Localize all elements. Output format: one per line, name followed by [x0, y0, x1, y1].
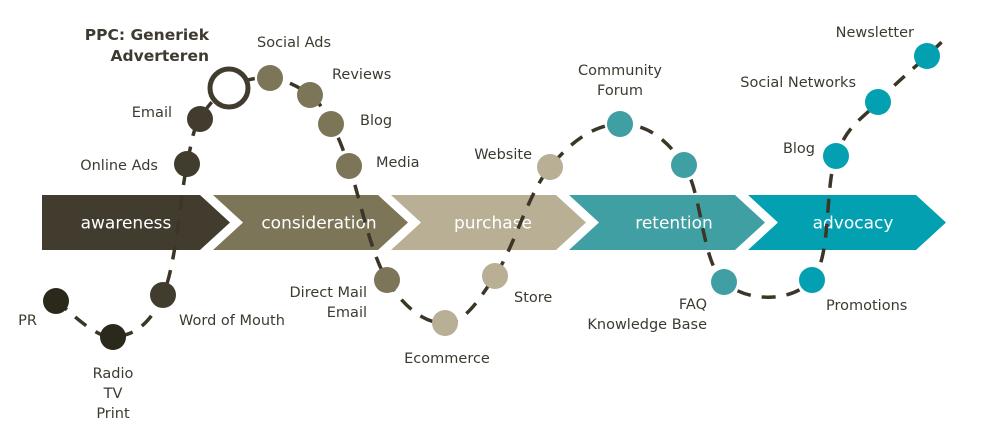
label-line: Email — [327, 305, 367, 321]
label-line: Reviews — [332, 67, 391, 83]
stage-consideration: consideration — [213, 195, 408, 250]
label-line: Ecommerce — [404, 351, 490, 367]
label-line: PPC: Generiek — [85, 26, 210, 44]
label-line: Blog — [783, 141, 815, 157]
stage-arrow-purchase — [391, 195, 586, 250]
touchpoint-dot-community-forum — [607, 111, 633, 137]
touchpoint-dot-blog-consideration — [318, 111, 344, 137]
label-line: Adverteren — [111, 47, 209, 65]
touchpoint-dot-pr — [43, 288, 69, 314]
stage-arrow-awareness — [42, 195, 230, 250]
touchpoint-dot-online-ads — [174, 151, 200, 177]
touchpoint-label-social-networks: Social Networks — [740, 75, 856, 91]
touchpoint-label-website: Website — [474, 147, 532, 163]
stage-purchase: purchase — [391, 195, 586, 250]
touchpoint-dot-retention-point — [671, 152, 697, 178]
label-line: FAQ — [679, 297, 707, 313]
label-line: Website — [474, 147, 532, 163]
touchpoint-label-media: Media — [376, 155, 420, 171]
stage-label-advocacy: advocacy — [813, 214, 894, 234]
stage-label-retention: retention — [635, 214, 713, 234]
label-line: Print — [96, 406, 130, 422]
label-line: Online Ads — [80, 158, 158, 174]
label-line: Store — [514, 290, 552, 306]
label-line: Knowledge Base — [587, 317, 707, 333]
touchpoint-dot-media — [336, 153, 362, 179]
touchpoint-dot-direct-mail-email — [374, 267, 400, 293]
touchpoint-label-reviews: Reviews — [332, 67, 391, 83]
label-line: Forum — [597, 83, 643, 99]
touchpoint-dot-social-ads — [257, 65, 283, 91]
touchpoint-dot-faq-knowledge-base — [711, 269, 737, 295]
stage-awareness: awareness — [42, 195, 230, 250]
touchpoint-dot-reviews — [297, 82, 323, 108]
label-line: PR — [18, 313, 37, 329]
touchpoint-dot-email-awareness — [187, 106, 213, 132]
label-line: Blog — [360, 113, 392, 129]
touchpoint-label-blog-advocacy: Blog — [783, 141, 815, 157]
stage-arrow-advocacy — [748, 195, 946, 250]
touchpoint-dot-radio-tv-print — [100, 324, 126, 350]
touchpoint-dot-store — [482, 263, 508, 289]
touchpoint-dot-ppc — [207, 66, 251, 110]
label-line: Radio — [93, 366, 134, 382]
label-line: Promotions — [826, 298, 907, 314]
touchpoint-label-email-awareness: Email — [132, 105, 172, 121]
touchpoint-dot-ecommerce — [432, 310, 458, 336]
touchpoint-label-social-ads: Social Ads — [257, 35, 331, 51]
label-line: Email — [132, 105, 172, 121]
stage-retention: retention — [569, 195, 765, 250]
label-line: Word of Mouth — [179, 313, 285, 329]
touchpoint-label-faq-knowledge-base: FAQ Knowledge Base — [587, 297, 707, 333]
label-line: Community — [578, 63, 662, 79]
touchpoint-label-promotions: Promotions — [826, 298, 907, 314]
stage-label-purchase: purchase — [454, 214, 532, 234]
stage-label-awareness: awareness — [81, 214, 172, 234]
stage-label-consideration: consideration — [261, 214, 376, 234]
touchpoint-dot-website — [537, 154, 563, 180]
touchpoint-label-online-ads: Online Ads — [80, 158, 158, 174]
label-line: Media — [376, 155, 420, 171]
label-line: Social Ads — [257, 35, 331, 51]
touchpoint-label-store: Store — [514, 290, 552, 306]
touchpoint-label-pr: PR — [18, 313, 37, 329]
touchpoint-label-word-of-mouth: Word of Mouth — [179, 313, 285, 329]
touchpoint-label-newsletter: Newsletter — [836, 25, 914, 41]
label-line: Social Networks — [740, 75, 856, 91]
stage-arrow-retention — [569, 195, 765, 250]
touchpoint-dot-word-of-mouth — [150, 282, 176, 308]
label-line: Newsletter — [836, 25, 914, 41]
label-line: TV — [103, 386, 123, 402]
touchpoint-dot-newsletter — [914, 43, 940, 69]
touchpoints-layer — [43, 43, 940, 350]
touchpoint-label-ecommerce: Ecommerce — [404, 351, 490, 367]
touchpoint-label-blog-consideration: Blog — [360, 113, 392, 129]
touchpoint-dot-promotions — [799, 267, 825, 293]
stage-arrow-consideration — [213, 195, 408, 250]
stages-layer: awareness consideration purchase retention a… — [42, 195, 946, 250]
touchpoint-dot-blog-advocacy — [823, 143, 849, 169]
label-line: Direct Mail — [290, 285, 367, 301]
touchpoint-dot-social-networks — [865, 89, 891, 115]
stage-advocacy: advocacy — [748, 195, 946, 250]
